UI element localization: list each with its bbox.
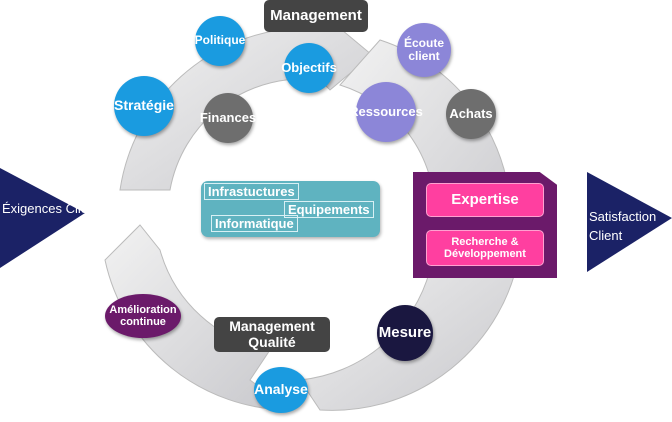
infrastructures-label: Infrastuctures xyxy=(204,183,299,200)
ecoute-client-bubble: Écoute client xyxy=(397,23,451,77)
informatique-label: Informatique xyxy=(211,215,298,232)
amelioration-bubble: Amélioration continue xyxy=(105,294,181,338)
input-label: Éxigences Client xyxy=(2,201,99,216)
expertise-panel: Expertise Recherche & Développement xyxy=(413,172,557,278)
resources-panel: Infrastuctures Equipements Informatique xyxy=(201,181,380,237)
politique-bubble: Politique xyxy=(195,16,245,66)
achats-bubble: Achats xyxy=(446,89,496,139)
objectifs-bubble: Objectifs xyxy=(281,43,337,93)
strategie-bubble: Stratégie xyxy=(114,76,174,136)
mesure-bubble: Mesure xyxy=(377,305,433,361)
finances-bubble: Finances xyxy=(200,93,256,143)
analyse-bubble: Analyse xyxy=(254,367,308,413)
right-arrow xyxy=(587,172,672,272)
ressources-bubble: Ressources xyxy=(349,82,423,142)
equipements-label: Equipements xyxy=(284,201,374,218)
management-box: Management xyxy=(264,0,368,32)
left-arrow xyxy=(0,168,85,268)
recherche-developpement-box: Recherche & Développement xyxy=(426,230,544,266)
output-label: Satisfaction Client xyxy=(589,209,657,243)
management-qualite-box: Management Qualité xyxy=(214,317,330,352)
expertise-box: Expertise xyxy=(426,183,544,217)
